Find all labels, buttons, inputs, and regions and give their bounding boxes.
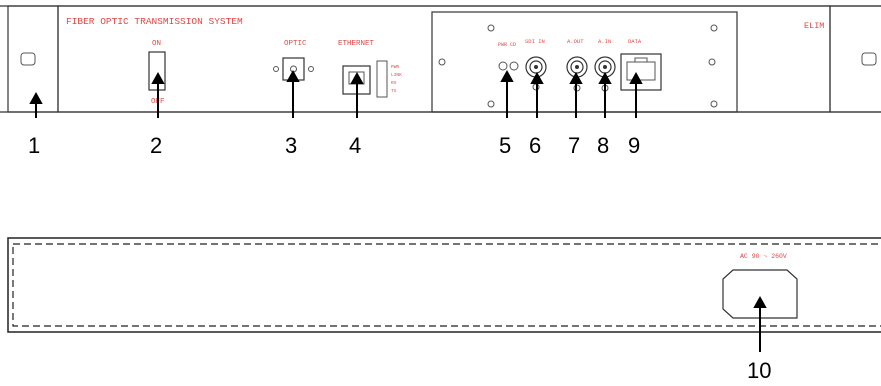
power-on-label: ON [152, 40, 161, 48]
ethernet-led-label: TX [391, 88, 397, 94]
callout-8: 8 [597, 133, 609, 158]
right-ear-mount-hole [861, 52, 877, 66]
panel-title: FIBER OPTIC TRANSMISSION SYSTEM [66, 16, 243, 27]
audio-in-label: A.IN [598, 38, 611, 45]
left-ear-mount-hole [20, 52, 36, 66]
callout-9: 9 [628, 133, 640, 158]
ethernet-led-label: PWR [391, 64, 399, 70]
brand-label: ELIM [804, 21, 824, 31]
ethernet-label: ETHERNET [338, 40, 375, 48]
pwr-led-label: PWR CD [498, 42, 516, 48]
callout-arrows-front [29, 69, 643, 118]
callout-7: 7 [568, 133, 580, 158]
ethernet-led-strip [376, 60, 388, 98]
callout-3: 3 [285, 133, 297, 158]
module-plate [431, 11, 738, 113]
rear-panel-inner-dashed [12, 243, 881, 327]
data-rj45-port[interactable] [620, 53, 662, 91]
data-label: DATA [628, 38, 642, 45]
callout-4: 4 [349, 133, 361, 158]
right-rack-ear [829, 5, 881, 113]
ac-inlet[interactable] [722, 269, 798, 319]
callout-2: 2 [150, 133, 162, 158]
audio-out-label: A.OUT [567, 38, 584, 45]
left-rack-ear [7, 5, 59, 113]
callout-10: 10 [747, 358, 771, 383]
sdi-in-label: SDI IN [525, 38, 545, 45]
callout-6: 6 [529, 133, 541, 158]
ethernet-led-label: RX [391, 80, 397, 86]
cd-led [509, 61, 519, 71]
optic-label: OPTIC [284, 40, 307, 48]
power-rating-label: AC 90 ~ 260V [740, 253, 787, 260]
front-panel: FIBER OPTIC TRANSMISSION SYSTEM ON OFF O… [0, 5, 881, 113]
pwr-led [498, 61, 508, 71]
callout-5: 5 [499, 133, 511, 158]
ethernet-led-label: LINK [391, 72, 402, 78]
callout-arrow-rear [753, 295, 767, 352]
rear-panel: AC 90 ~ 260V [7, 237, 881, 333]
callout-1: 1 [28, 133, 40, 158]
rear-panel-body [7, 237, 881, 333]
